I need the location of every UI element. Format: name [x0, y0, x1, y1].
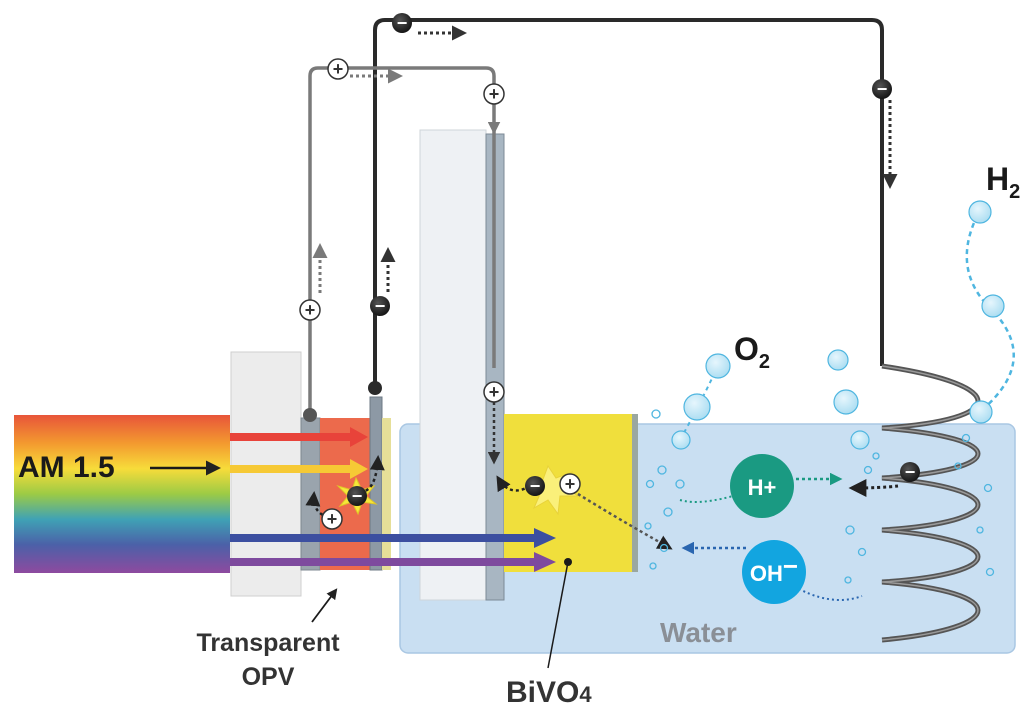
svg-text:+: + — [333, 59, 344, 79]
electron-marker: − — [370, 296, 390, 316]
light-source-label: AM 1.5 — [18, 451, 115, 484]
bubble — [961, 433, 971, 443]
proton-origin-path — [679, 493, 741, 503]
svg-text:−: − — [352, 486, 363, 506]
svg-text:+: + — [327, 509, 338, 529]
svg-text:−: − — [905, 462, 916, 482]
bubble — [863, 465, 873, 475]
bivo4-pointer-dot — [564, 558, 572, 566]
bubble — [659, 543, 669, 553]
hole-marker: + — [559, 473, 581, 495]
bubble — [976, 526, 984, 534]
bubble — [985, 567, 995, 577]
bubble — [645, 479, 655, 489]
red-light-arrowhead — [350, 427, 368, 447]
svg-text:+: + — [565, 474, 576, 494]
bubble — [872, 452, 880, 460]
bubble — [981, 294, 1005, 318]
bivo4-pointer — [547, 561, 569, 669]
electron-marker: − — [900, 462, 920, 482]
blue-light-arrowhead — [534, 528, 556, 548]
hole-marker: + — [327, 58, 349, 80]
hydrogen-bubble-trail — [965, 213, 1015, 411]
opv-back-electrode — [369, 396, 383, 571]
svg-text:+: + — [489, 84, 500, 104]
bubble — [657, 465, 667, 475]
proton-ion — [730, 454, 794, 518]
bubble — [827, 349, 849, 371]
bubble — [844, 576, 852, 584]
electron-marker: − — [525, 476, 545, 496]
hydroxide-ion — [742, 540, 806, 604]
bubble — [705, 353, 731, 379]
photoanode-glass — [419, 129, 487, 601]
bubble — [675, 479, 685, 489]
oxygen-label: O2 — [734, 331, 770, 373]
hydrogen-label: H2 — [986, 161, 1020, 203]
opv-label-line1: Transparent — [196, 629, 340, 657]
opv-hole-path — [305, 491, 335, 520]
water-label: Water — [660, 617, 737, 648]
bubble — [644, 522, 652, 530]
hole-wire-contact — [303, 408, 317, 422]
bubble — [671, 430, 691, 450]
electron-wire — [373, 18, 884, 388]
svg-text:+: + — [489, 382, 500, 402]
hole-marker: + — [483, 381, 505, 403]
bubble — [857, 547, 867, 557]
light-beam — [14, 415, 230, 573]
bivo4-electron-path — [496, 475, 531, 493]
yellow-light-arrowhead — [350, 459, 368, 479]
bubble — [649, 562, 657, 570]
hydroxide-label: OH− — [750, 551, 798, 586]
svg-text:+: + — [305, 300, 316, 320]
svg-text:−: − — [375, 296, 386, 316]
bubble — [969, 400, 993, 424]
electron-marker: − — [347, 486, 367, 506]
opv-buffer-layer — [382, 418, 391, 570]
bubble — [845, 525, 855, 535]
electron-wire-contact — [368, 381, 382, 395]
svg-text:−: − — [397, 13, 408, 33]
bivo4-label: BiVO4 — [506, 676, 592, 709]
svg-text:−: − — [877, 79, 888, 99]
bubble — [651, 409, 661, 419]
bubble — [663, 507, 673, 517]
opv-label-line2: OPV — [242, 663, 295, 691]
opv-substrate — [230, 351, 302, 597]
bubble — [954, 462, 962, 470]
bubble — [968, 200, 992, 224]
bubble — [850, 430, 870, 450]
hole-marker: + — [299, 299, 321, 321]
hydroxide-origin-path — [789, 583, 863, 601]
bubble — [983, 483, 993, 493]
hole-wire — [308, 66, 496, 413]
cathode-coil-highlight — [881, 365, 979, 641]
cathode-electron-arrow — [848, 478, 899, 497]
proton-label: H+ — [748, 475, 777, 500]
opv-pointer — [311, 588, 338, 623]
violet-light-arrowhead — [534, 552, 556, 572]
hole-marker: + — [483, 83, 505, 105]
hole-marker: + — [321, 508, 343, 530]
electron-marker: − — [872, 79, 892, 99]
svg-text:−: − — [530, 476, 541, 496]
bubble — [683, 393, 711, 421]
bivo4-cocatalyst-layer — [632, 414, 638, 572]
electron-marker: − — [392, 13, 412, 33]
bubble — [833, 389, 859, 415]
